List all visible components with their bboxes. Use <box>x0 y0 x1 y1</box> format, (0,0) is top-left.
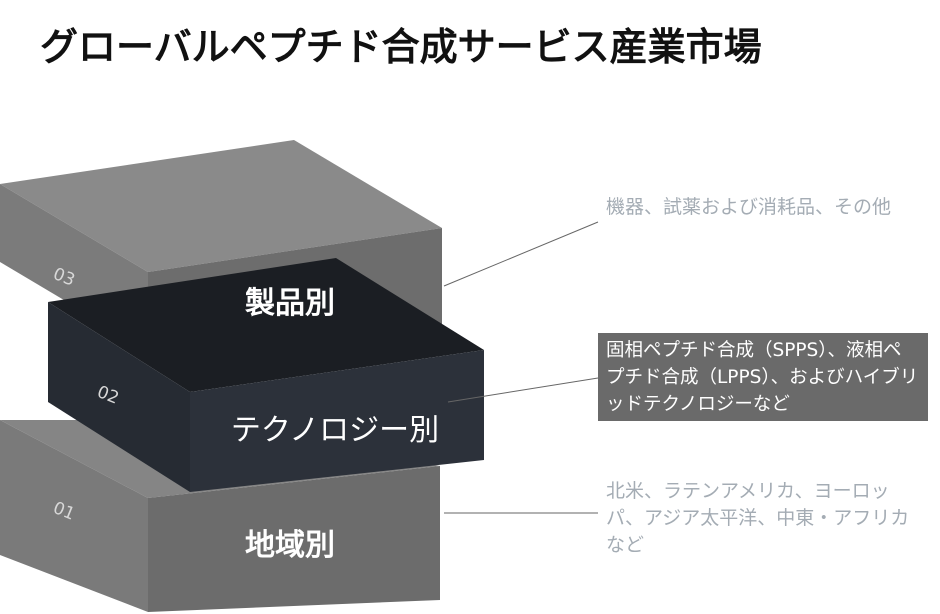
layer-label-product: 製品別 <box>245 286 335 321</box>
block-02-top-face <box>48 258 484 392</box>
layer-label-technology: テクノロジー別 <box>231 413 439 448</box>
block-01-front-face <box>0 420 148 612</box>
description-technology: 固相ペプチド合成（SPPS）、液相ペプチド合成（LPPS）、およびハイブリッドテ… <box>598 333 928 421</box>
block-01-side-face <box>148 466 440 612</box>
block-03-top-face <box>0 140 442 272</box>
layer-label-region: 地域別 <box>245 528 335 563</box>
description-region: 北米、ラテンアメリカ、ヨーロッパ、アジア太平洋、中東・アフリカなど <box>606 480 910 556</box>
block-02 <box>48 258 484 492</box>
connector-line-technology <box>447 377 599 403</box>
description-product: 機器、試薬および消耗品、その他 <box>606 196 892 218</box>
connector-line-product <box>443 221 599 287</box>
page-title: グローバルペプチド合成サービス産業市場 <box>40 25 762 69</box>
block-02-side-face <box>190 350 484 492</box>
block-02-front-face <box>48 302 190 492</box>
